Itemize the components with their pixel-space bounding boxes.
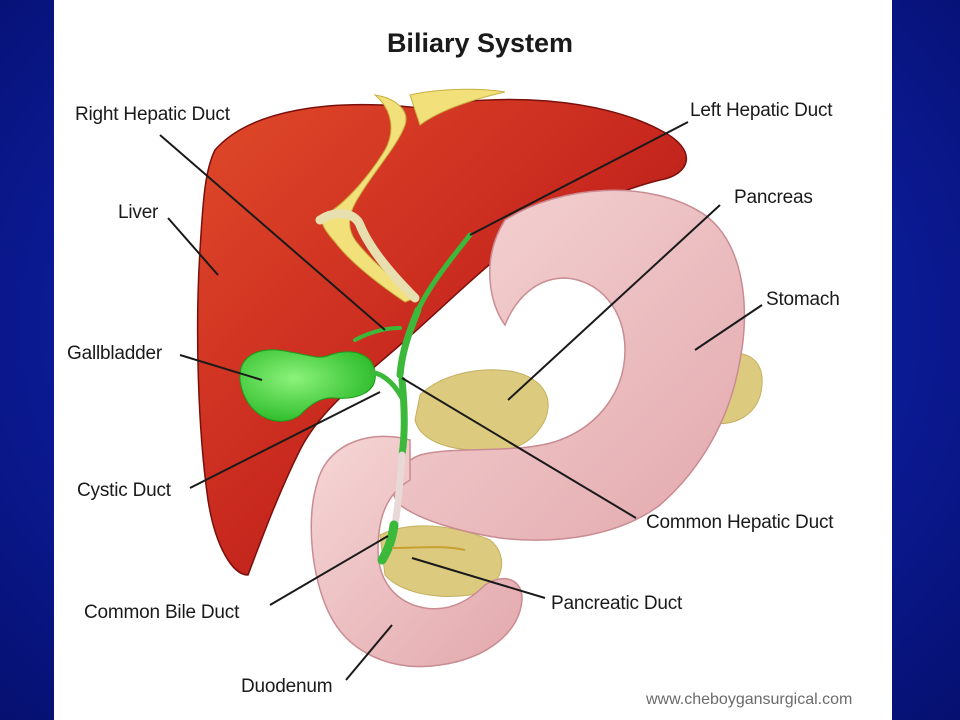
leader-pancreatic-duct — [411, 557, 546, 599]
leader-cystic-duct — [189, 391, 381, 489]
label-pancreas: Pancreas — [734, 187, 813, 208]
bile-ducts — [353, 232, 473, 565]
right-hepatic-duct-path — [353, 326, 402, 342]
label-gallbladder: Gallbladder — [67, 343, 162, 364]
pancreas-head — [379, 525, 503, 597]
leader-duodenum — [345, 624, 393, 681]
label-stomach: Stomach — [766, 289, 840, 310]
leader-stomach — [694, 304, 763, 351]
pancreatic-duct-path — [391, 546, 466, 551]
label-cystic-duct: Cystic Duct — [77, 480, 171, 501]
label-left-hepatic-duct: Left Hepatic Duct — [690, 100, 833, 121]
label-duodenum: Duodenum — [241, 676, 333, 697]
leader-lines — [159, 121, 763, 681]
leader-common-hepatic-duct — [401, 377, 637, 519]
leader-liver — [167, 217, 219, 276]
left-hepatic-duct-path — [415, 232, 473, 313]
leader-gallbladder — [179, 354, 263, 381]
label-common-bile-duct: Common Bile Duct — [84, 602, 240, 623]
common-hepatic-duct-path — [396, 306, 422, 379]
label-right-hepatic-duct: Right Hepatic Duct — [75, 104, 230, 125]
falciform-ligament — [321, 94, 416, 303]
leader-right-hepatic-duct — [159, 134, 386, 331]
leader-common-bile-duct — [269, 535, 389, 606]
label-pancreatic-duct: Pancreatic Duct — [551, 593, 683, 614]
ligamentum-teres — [315, 209, 420, 303]
leader-left-hepatic-duct — [469, 121, 689, 236]
source-credit: www.cheboygansurgical.com — [646, 691, 853, 708]
label-common-hepatic-duct: Common Hepatic Duct — [646, 512, 834, 533]
pancreas-body — [414, 369, 549, 453]
common-bile-duct-path — [398, 376, 408, 459]
leader-pancreas — [507, 204, 721, 401]
diagram-title: Biliary System — [386, 28, 574, 58]
duodenum — [310, 435, 523, 668]
label-liver: Liver — [118, 202, 159, 223]
